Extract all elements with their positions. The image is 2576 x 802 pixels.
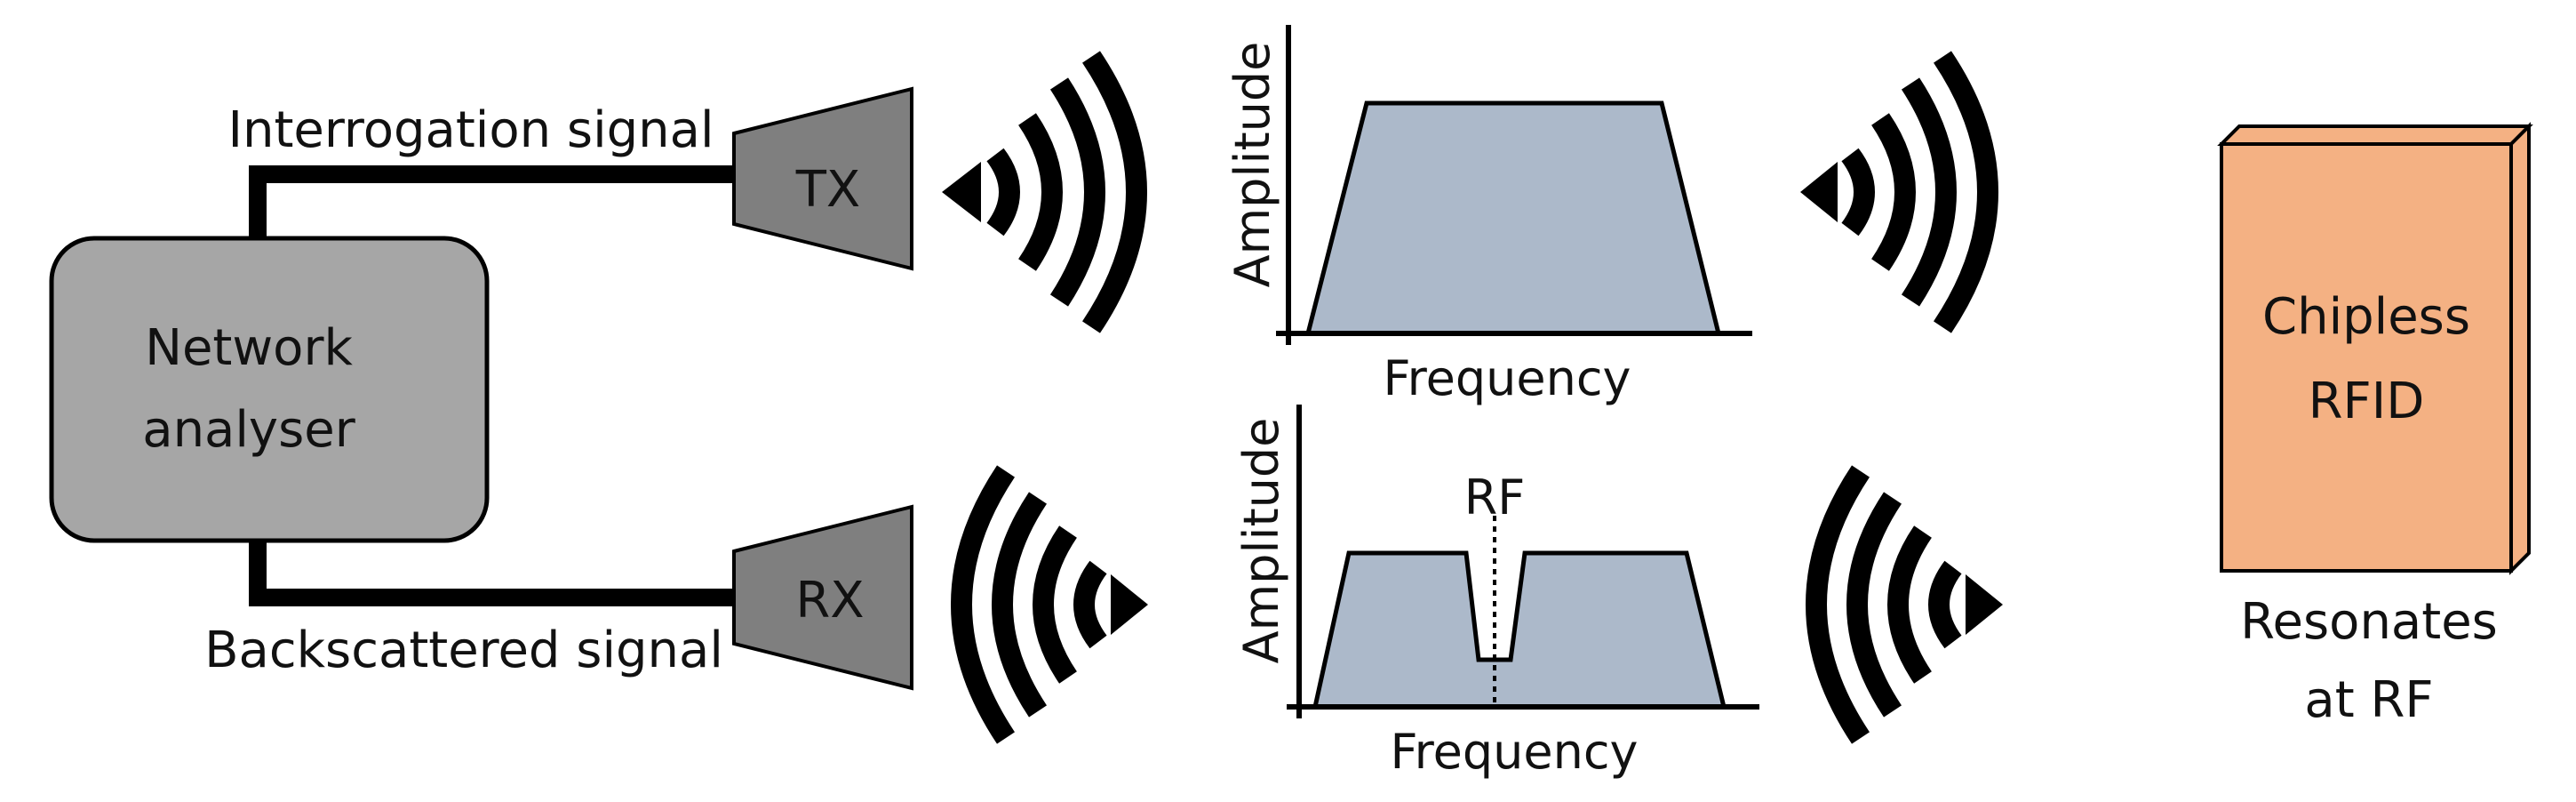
- wave-left-icon: [951, 465, 1148, 744]
- tag-top-face: [2217, 124, 2533, 146]
- wave-right-icon: [1800, 51, 1998, 333]
- rx-antenna: RX: [732, 504, 913, 691]
- network-analyser: Network analyser: [49, 236, 490, 543]
- spectrum-bottom: Amplitude RF Frequency: [1233, 405, 1759, 780]
- spectrum-top: Amplitude Frequency: [1224, 25, 1752, 406]
- wave-left-icon: [1806, 465, 2003, 744]
- tx-antenna: TX: [732, 86, 913, 271]
- analyser-label-line1: Network: [145, 319, 353, 377]
- spectrum-top-shape: [1304, 100, 1722, 336]
- spectrum-bottom-ylabel: Amplitude: [1233, 418, 1289, 664]
- interrogation-signal-label: Interrogation signal: [227, 101, 714, 159]
- tx-cable: [249, 165, 734, 238]
- backscattered-signal-label: Backscattered signal: [204, 622, 723, 679]
- tag-front-face: [2220, 142, 2513, 573]
- tag-caption-line2: at RF: [2304, 671, 2433, 729]
- rf-notch-label: RF: [1464, 469, 1526, 525]
- spectrum-bottom-shape: [1312, 550, 1727, 710]
- tag-label-line2: RFID: [2309, 373, 2425, 430]
- spectrum-top-ylabel: Amplitude: [1224, 42, 1280, 288]
- spectrum-bottom-xlabel: Frequency: [1391, 724, 1639, 780]
- tag-caption-line1: Resonates: [2240, 593, 2498, 651]
- rx-label: RX: [795, 572, 864, 630]
- rx-cable: [249, 539, 734, 606]
- analyser-label-line2: analyser: [142, 401, 355, 459]
- spectrum-top-xlabel: Frequency: [1384, 350, 1631, 406]
- tag-label-line1: Chipless: [2262, 288, 2470, 346]
- chipless-rfid-tag: Chipless RFID: [2217, 122, 2533, 575]
- wave-right-icon: [942, 51, 1147, 333]
- tag-side-face: [2509, 122, 2531, 575]
- tx-label: TX: [795, 161, 861, 219]
